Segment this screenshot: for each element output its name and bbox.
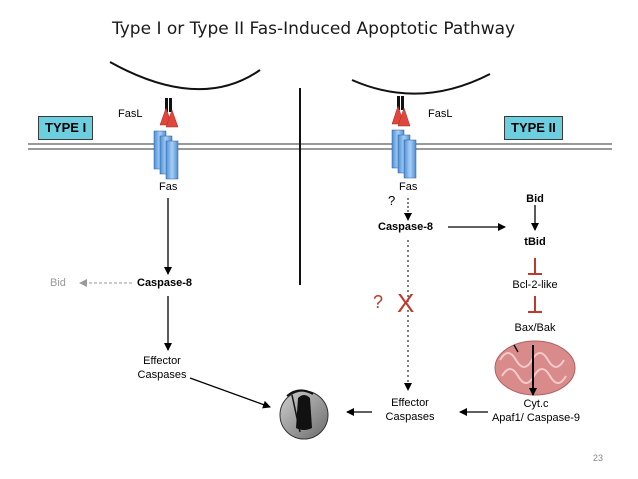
type2-blocked-mark: X — [397, 288, 415, 318]
type2-bcl2-label: Bcl-2-like — [512, 279, 558, 291]
type2-question-1: ? — [388, 193, 396, 208]
type2-question-2: ? — [373, 292, 384, 312]
type2-bid-label: Bid — [526, 193, 544, 205]
type2-effector-line1: Effector — [391, 397, 429, 409]
slide-title: Type I or Type II Fas-Induced Apoptotic … — [112, 19, 516, 39]
arrow-baxbak-tick — [513, 344, 519, 353]
inhibition-bcl2-baxbak — [528, 296, 542, 313]
grim-reaper-moon-icon — [279, 389, 329, 440]
type1-label: TYPE I — [38, 116, 94, 140]
type2-cytc-label: Cyt.c — [523, 398, 549, 410]
ligand-cell-left — [109, 61, 261, 91]
type1-effector-line2: Caspases — [137, 369, 187, 381]
type1-effector-line1: Effector — [143, 355, 181, 367]
type1-fasl-label: FasL — [118, 108, 143, 120]
type1-fas-label: Fas — [159, 181, 178, 193]
type2-fasl-label: FasL — [428, 108, 453, 120]
mitochondrion-icon — [494, 340, 576, 396]
inhibition-tbid-bcl2 — [528, 258, 542, 275]
arrow-effector-to-death-left — [189, 377, 271, 409]
type2-tbid-label: tBid — [524, 236, 546, 248]
fasl-ligand-icon — [159, 98, 179, 128]
type2-effector-line2: Caspases — [385, 411, 435, 423]
type2-baxbak-label: Bax/Bak — [514, 322, 556, 334]
type2-caspase8-label: Caspase-8 — [378, 221, 434, 233]
fas-receptor-icon — [391, 129, 417, 179]
type2-apaf-label: Apaf1/ Caspase-9 — [491, 412, 581, 424]
cell-membrane — [28, 143, 612, 150]
fas-receptor-icon — [153, 130, 179, 180]
fasl-ligand-icon — [391, 96, 411, 127]
ligand-cell-right — [351, 73, 491, 95]
type2-label: TYPE II — [504, 116, 563, 140]
type1-bid-label: Bid — [50, 277, 66, 289]
type2-fas-label: Fas — [399, 181, 418, 193]
type1-caspase8-label: Caspase-8 — [137, 277, 193, 289]
page-number: 23 — [593, 453, 604, 463]
